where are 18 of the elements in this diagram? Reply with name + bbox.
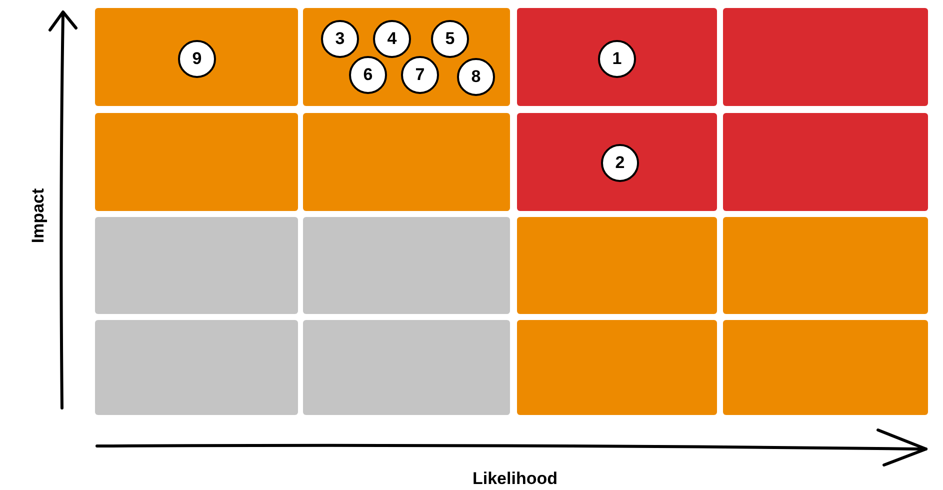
risk-cell [723, 320, 928, 415]
risk-cell [303, 217, 510, 314]
risk-cell [517, 113, 717, 211]
risk-cell [303, 320, 510, 415]
risk-cell [95, 113, 298, 211]
risk-cell [723, 8, 928, 106]
risk-cell [517, 8, 717, 106]
risk-cell [517, 217, 717, 314]
risk-cell [95, 8, 298, 106]
axis-label: Likelihood [472, 468, 558, 490]
risk-cell [723, 113, 928, 211]
axis-label: Impact [27, 188, 48, 244]
risk-cell [95, 320, 298, 415]
risk-cell [303, 8, 510, 106]
risk-cell [517, 320, 717, 415]
risk-cell [723, 217, 928, 314]
risk-cell [95, 217, 298, 314]
risk-cell [303, 113, 510, 211]
